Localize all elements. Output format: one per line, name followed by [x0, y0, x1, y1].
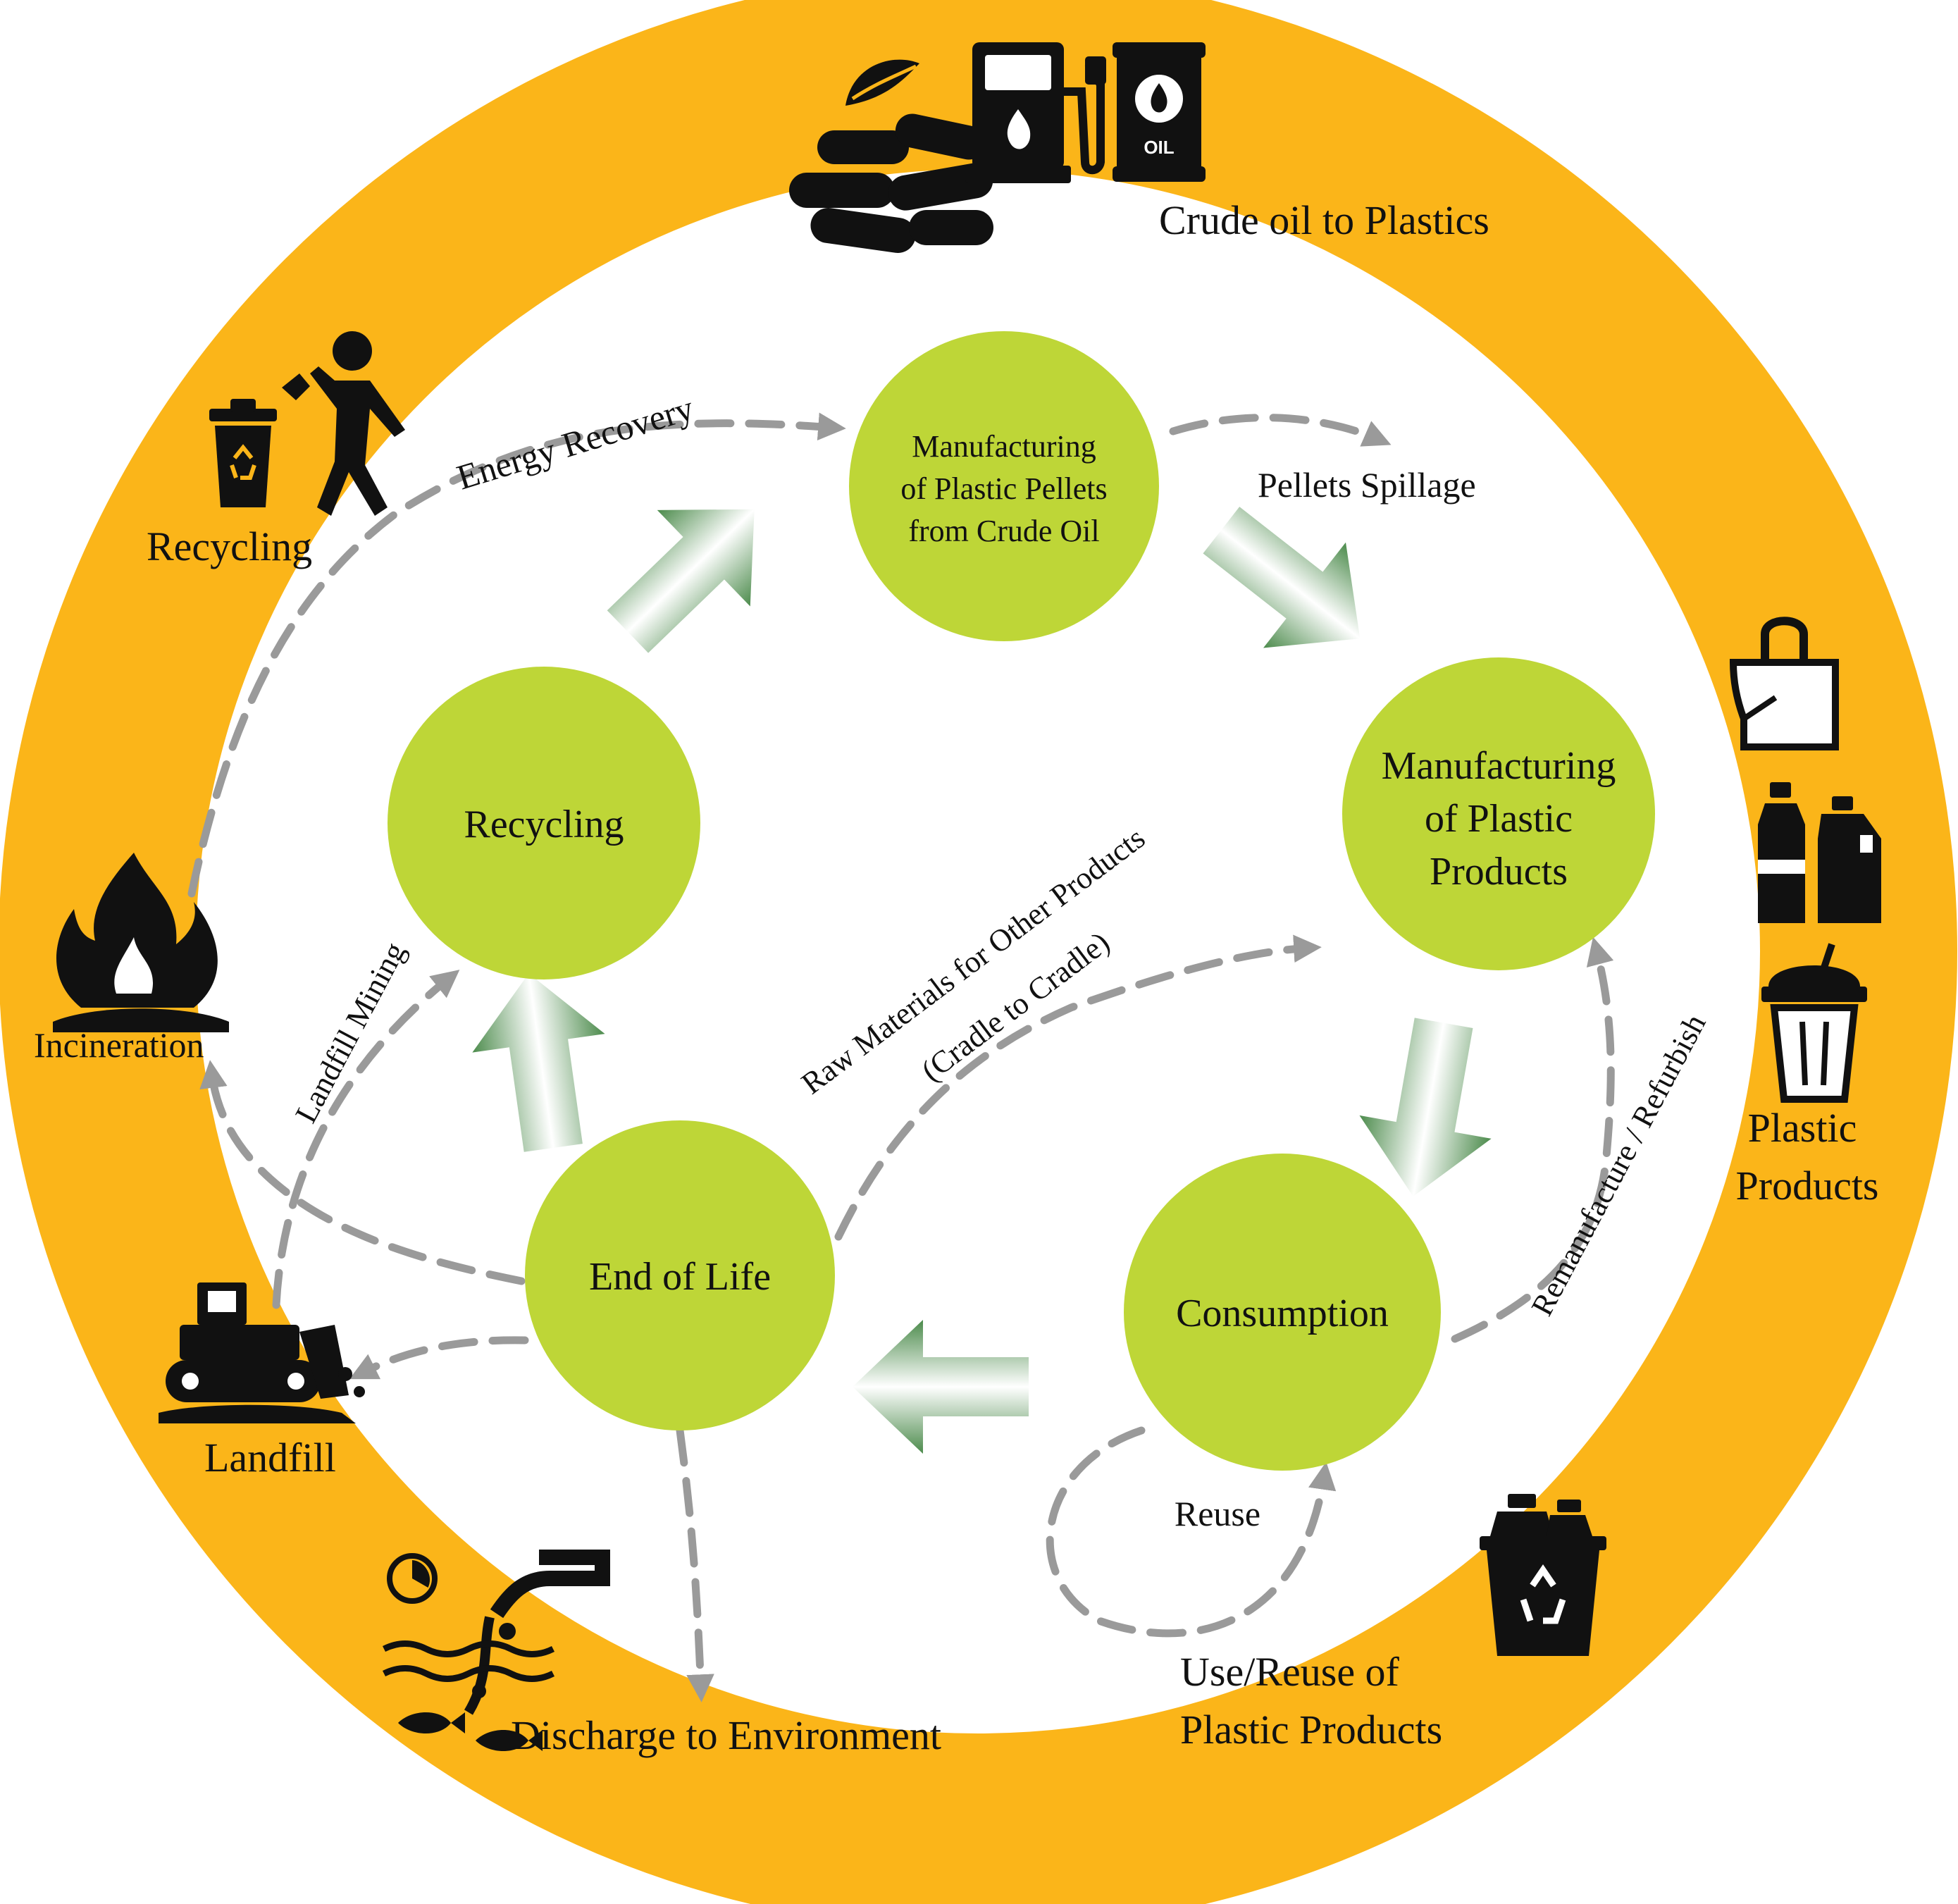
- node-pellets-line-3: from Crude Oil: [908, 514, 1099, 548]
- node-pellets-line-2: of Plastic Pellets: [900, 471, 1107, 506]
- flow-arrows: [187, 412, 1615, 1702]
- plastic-products-line-2: Products: [1736, 1163, 1879, 1208]
- arrow-recycling-to-pellets: [607, 509, 755, 653]
- node-pellets-line-1: Manufacturing: [912, 429, 1096, 464]
- reuse-label: Reuse: [1175, 1494, 1260, 1533]
- svg-text:OIL: OIL: [1144, 137, 1174, 158]
- flow-to-discharge: [676, 1426, 714, 1702]
- flow-to-landfill: [349, 1336, 529, 1380]
- plastic-bottles-icon: [1758, 782, 1881, 923]
- fire-icon: [53, 853, 229, 1032]
- oil-barrel-icon: OIL: [1113, 42, 1206, 182]
- plastic-products-line-1: Plastic: [1748, 1105, 1857, 1151]
- arrow-products-to-consumption: [1359, 1018, 1492, 1197]
- remanufacture-label: Remanufacture / Refurbish: [1525, 1008, 1713, 1321]
- use-reuse-line-2: Plastic Products: [1180, 1707, 1442, 1752]
- flow-to-incineration: [199, 1060, 526, 1285]
- pellets-spillage-label: Pellets Spillage: [1258, 465, 1476, 505]
- ring-labels: Crude oil to Plastics Plastic Products U…: [34, 197, 1879, 1758]
- fuel-pump-icon: [965, 42, 1106, 183]
- node-end-of-life: End of Life: [525, 1120, 835, 1430]
- recycling-bin-bottles-icon: [1480, 1494, 1606, 1656]
- node-pellets: Manufacturing of Plastic Pellets from Cr…: [849, 331, 1159, 641]
- discharge-label: Discharge to Environment: [511, 1712, 941, 1758]
- crude-oil-label: Crude oil to Plastics: [1159, 197, 1489, 243]
- flow-pellets-spillage: [1169, 414, 1392, 447]
- landfill-label: Landfill: [204, 1435, 336, 1480]
- flow-landfill-mining: [272, 970, 460, 1309]
- node-products-line-3: Products: [1430, 850, 1568, 894]
- use-reuse-line-1: Use/Reuse of: [1180, 1649, 1400, 1695]
- node-consumption: Consumption: [1124, 1154, 1441, 1471]
- node-recycling: Recycling: [388, 667, 700, 979]
- recycling-ring-label: Recycling: [147, 524, 312, 569]
- plastic-bag-icon: [1729, 617, 1839, 750]
- node-products-line-1: Manufacturing: [1382, 744, 1616, 788]
- flow-energy-recovery: [187, 412, 846, 898]
- recycle-bin-icon: [209, 399, 277, 507]
- energy-recovery-label: Energy Recovery: [452, 388, 698, 497]
- node-consumption-label: Consumption: [1176, 1292, 1389, 1335]
- node-products: Manufacturing of Plastic Products: [1342, 657, 1655, 970]
- lifecycle-nodes: Manufacturing of Plastic Pellets from Cr…: [388, 331, 1655, 1471]
- flow-reuse-loop: [1046, 1426, 1337, 1638]
- node-end-of-life-label: End of Life: [589, 1255, 771, 1299]
- arrow-end-of-life-to-recycling: [472, 973, 605, 1152]
- plastic-cup-icon: [1761, 943, 1867, 1103]
- node-products-line-2: of Plastic: [1425, 797, 1573, 841]
- arrow-pellets-to-products: [1203, 507, 1361, 648]
- flow-raw-materials: [834, 934, 1322, 1241]
- arrow-consumption-to-end-of-life: [853, 1320, 1029, 1454]
- person-throwing-trash-icon: [282, 331, 405, 516]
- main-cycle-arrows: [472, 507, 1492, 1454]
- flow-remanufacture: [1451, 936, 1615, 1343]
- biomass-pellets-icon: [789, 59, 993, 253]
- bulldozer-icon: [159, 1282, 365, 1423]
- node-recycling-label: Recycling: [464, 803, 624, 846]
- water-pollution-icon: [382, 1550, 610, 1751]
